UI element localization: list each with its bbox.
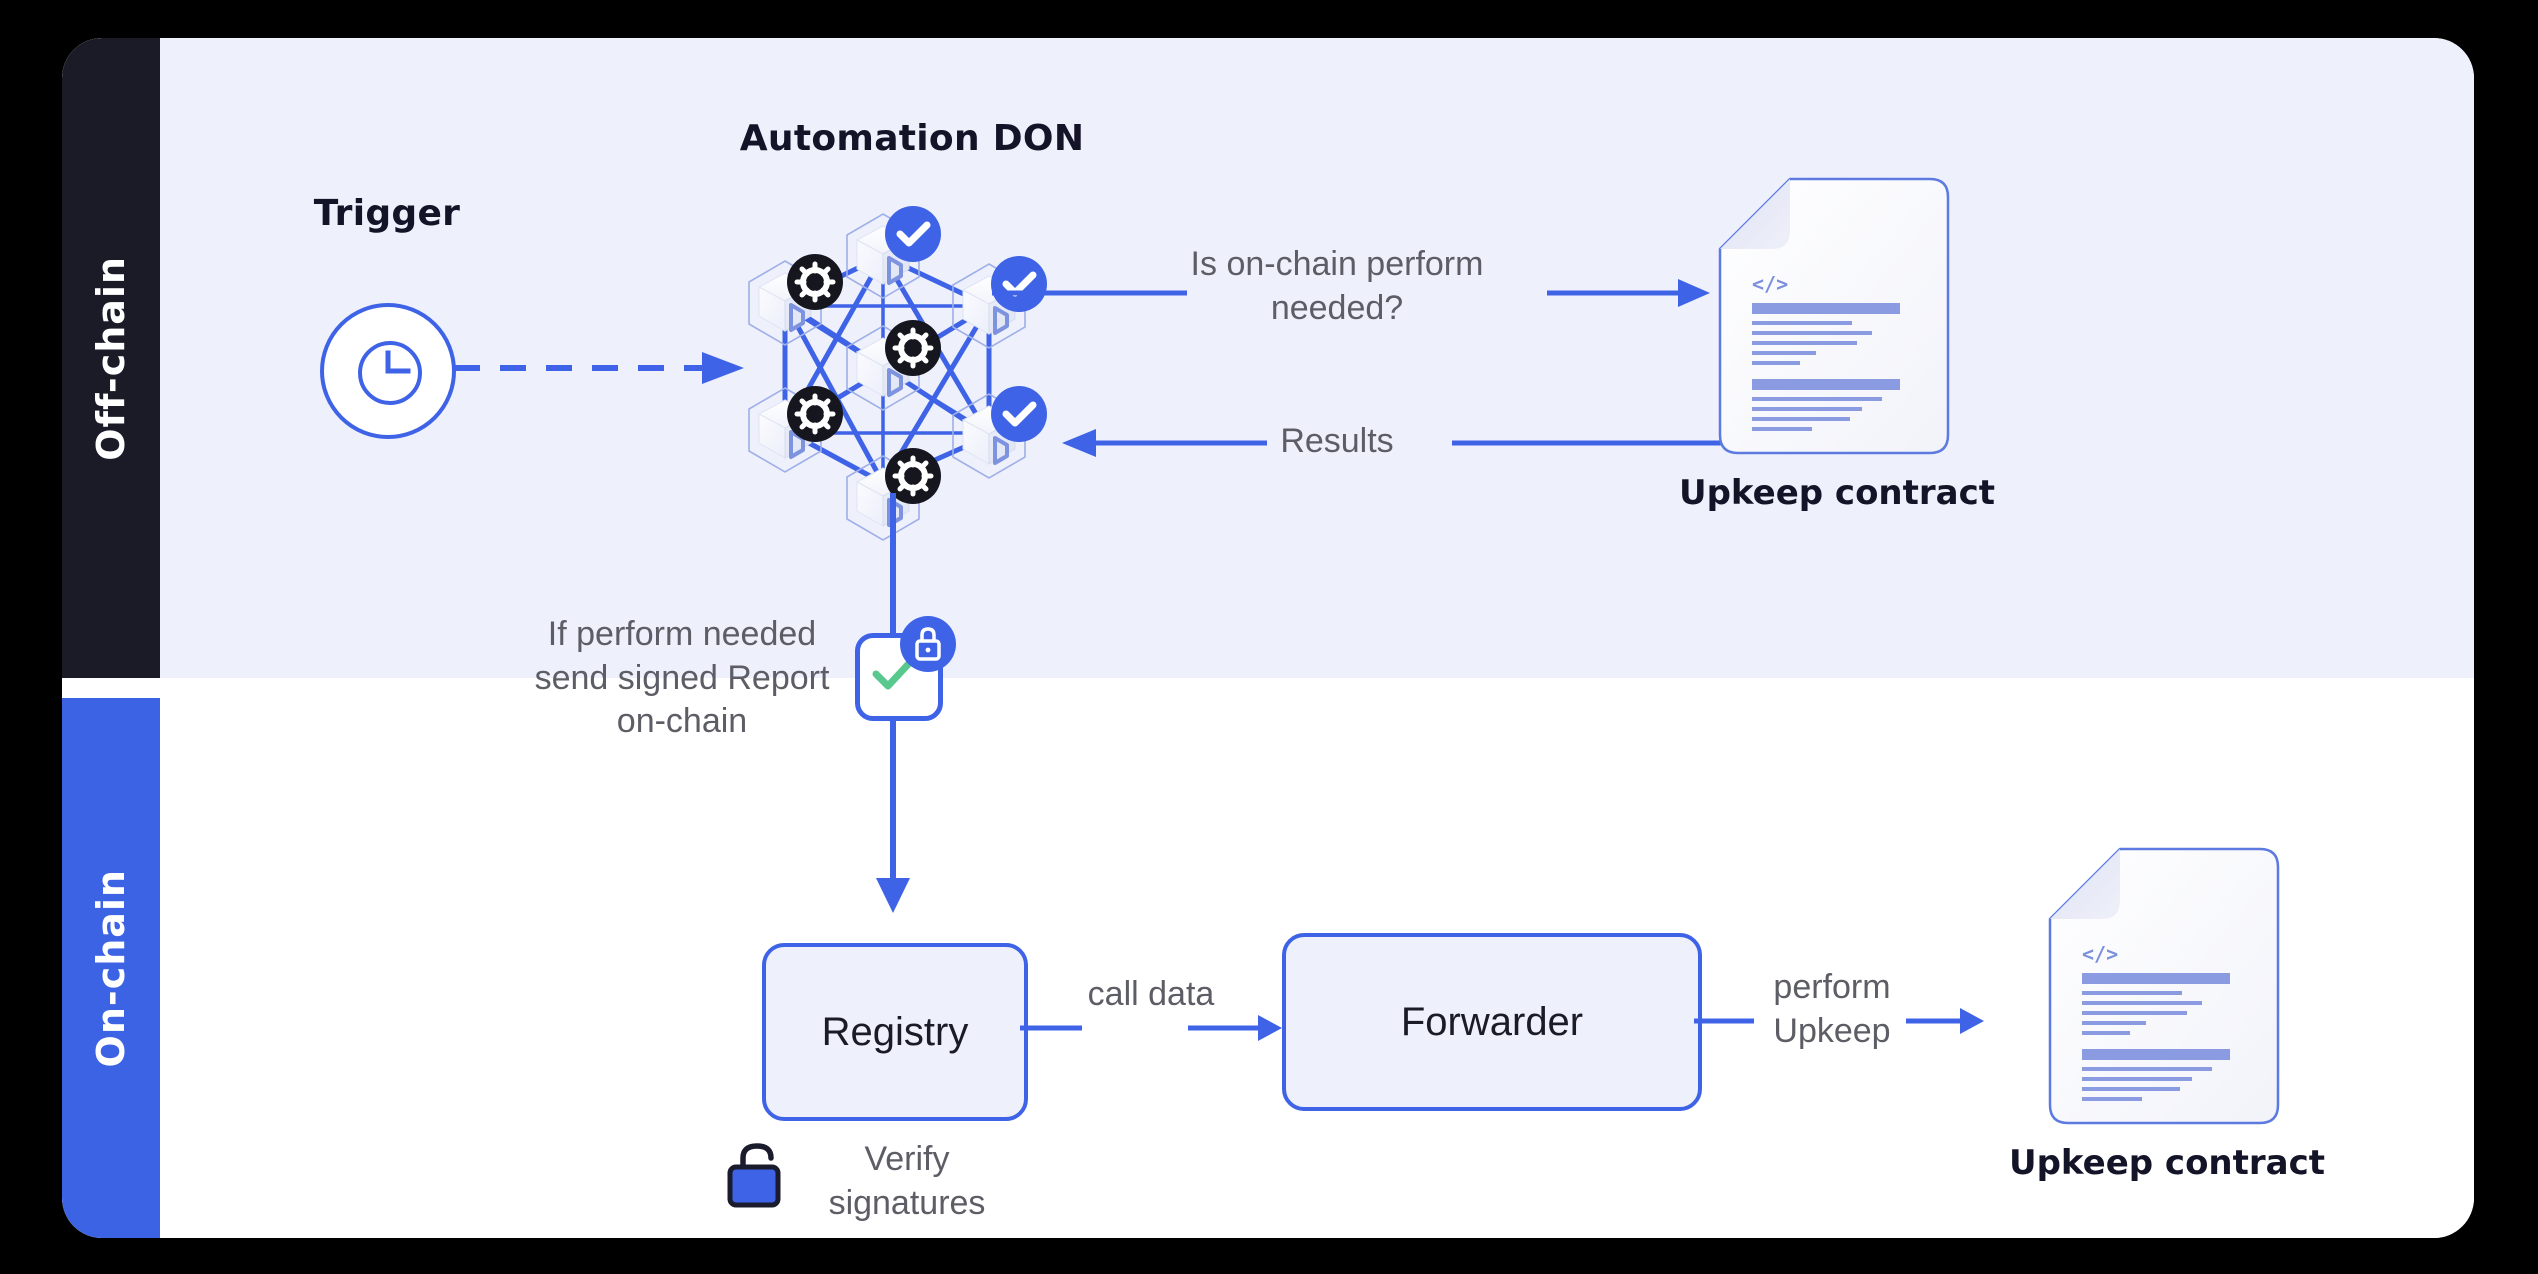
rail-onchain-label: On-chain xyxy=(89,868,133,1068)
check-icon xyxy=(885,206,941,262)
gear-icon xyxy=(885,320,941,376)
check-icon xyxy=(991,386,1047,442)
results-connector xyxy=(1062,429,1732,457)
clock-hands-icon xyxy=(385,350,411,374)
svg-text:</>: </> xyxy=(1752,272,1788,296)
query-label: Is on-chain perform needed? xyxy=(1190,245,1484,327)
registry-box[interactable]: Registry xyxy=(762,943,1028,1121)
rail-offchain-label: Off-chain xyxy=(89,255,133,461)
gear-icon xyxy=(787,386,843,442)
check-icon xyxy=(872,654,918,690)
upkeep-contract-offchain: </> Upkeep contract xyxy=(1657,173,2017,513)
don-network xyxy=(747,206,1047,542)
trigger-label: Trigger xyxy=(313,193,461,234)
code-document-icon: </> xyxy=(1718,177,1950,455)
rail-offchain: Off-chain xyxy=(62,38,160,678)
call-data-label: call data xyxy=(1087,975,1215,1013)
registry-to-forwarder-connector xyxy=(1020,1015,1282,1041)
unlock-icon xyxy=(727,1143,781,1208)
clock-icon xyxy=(320,303,456,439)
rail-onchain: On-chain xyxy=(62,698,160,1238)
results-label: Results xyxy=(1280,422,1394,460)
forwarder-box[interactable]: Forwarder xyxy=(1282,933,1702,1111)
lock-closed-icon xyxy=(900,616,956,672)
offchain-panel xyxy=(160,38,2474,678)
forwarder-to-upkeep-connector xyxy=(1694,1008,1984,1034)
don-title: Automation DON xyxy=(739,118,1085,159)
signed-report-note: If perform needed send signed Report on-… xyxy=(534,615,830,741)
upkeep-contract-offchain-label: Upkeep contract xyxy=(1678,473,1996,513)
perform-upkeep-label: perform Upkeep xyxy=(1773,968,1891,1050)
trigger-to-don-arrow xyxy=(454,352,744,384)
svg-text:</>: </> xyxy=(2082,942,2118,966)
query-connector xyxy=(992,279,1710,307)
gear-icon xyxy=(787,254,843,310)
code-document-icon: </> xyxy=(2048,847,2280,1125)
gear-icon xyxy=(885,448,941,504)
upkeep-contract-onchain: </> Upkeep contract xyxy=(1987,843,2347,1203)
upkeep-contract-onchain-label: Upkeep contract xyxy=(2008,1143,2326,1183)
clock-inner-ring xyxy=(358,341,422,405)
registry-label: Registry xyxy=(821,1009,969,1054)
verify-signatures-label: Verify signatures xyxy=(828,1140,986,1222)
diagram-card: Off-chain On-chain Trigger Automation DO… xyxy=(62,38,2474,1238)
forwarder-label: Forwarder xyxy=(1400,999,1584,1044)
